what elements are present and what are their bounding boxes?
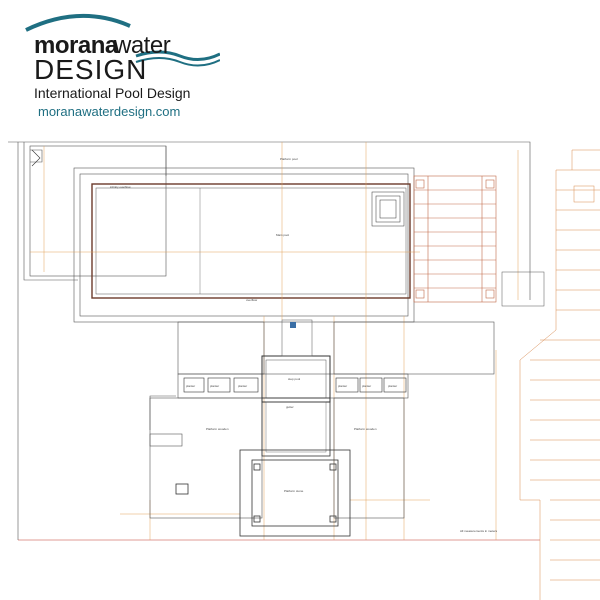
label-planter-5: planter xyxy=(362,384,371,388)
brand-tagline: International Pool Design xyxy=(34,85,191,101)
lower-terraces xyxy=(149,321,495,519)
brand-name-bold: morana xyxy=(34,32,118,59)
step-pool xyxy=(261,319,331,457)
label-terrace: Platform stone xyxy=(284,489,304,493)
label-gutter: gutter xyxy=(286,405,294,409)
logo: morana water DESIGN International Pool D… xyxy=(20,8,220,119)
upper-platform xyxy=(29,145,415,323)
right-building xyxy=(501,149,600,600)
plan-labels: Platform pool Main pool step pool Platfo… xyxy=(110,157,498,533)
brand-design: DESIGN xyxy=(34,54,148,85)
label-overflow-mid: overflow xyxy=(246,298,258,302)
label-main-pool: Main pool xyxy=(276,233,289,237)
main-pool xyxy=(91,183,411,299)
label-planter-3: planter xyxy=(238,384,247,388)
label-platform-lower-left: Platform wooden xyxy=(206,427,229,431)
site-boundary xyxy=(8,141,540,541)
stone-terrace xyxy=(175,449,351,537)
planters xyxy=(183,377,407,393)
logo-wave-icon xyxy=(25,13,220,67)
label-planter-1: planter xyxy=(186,384,195,388)
label-platform-upper: Platform pool xyxy=(280,157,298,161)
brand-name-light: water xyxy=(114,32,171,59)
pergola xyxy=(413,175,497,303)
label-note: All measurements in meters xyxy=(460,529,498,533)
label-platform-lower-right: Platform wooden xyxy=(354,427,377,431)
label-planter-6: planter xyxy=(388,384,397,388)
label-planter-2: planter xyxy=(210,384,219,388)
label-step-pool: step pool xyxy=(288,377,301,381)
dimension-lines xyxy=(30,142,519,540)
label-planter-4: planter xyxy=(338,384,347,388)
brand-url: moranawaterdesign.com xyxy=(38,104,181,119)
label-overflow-left: infinity overflow xyxy=(110,185,131,189)
